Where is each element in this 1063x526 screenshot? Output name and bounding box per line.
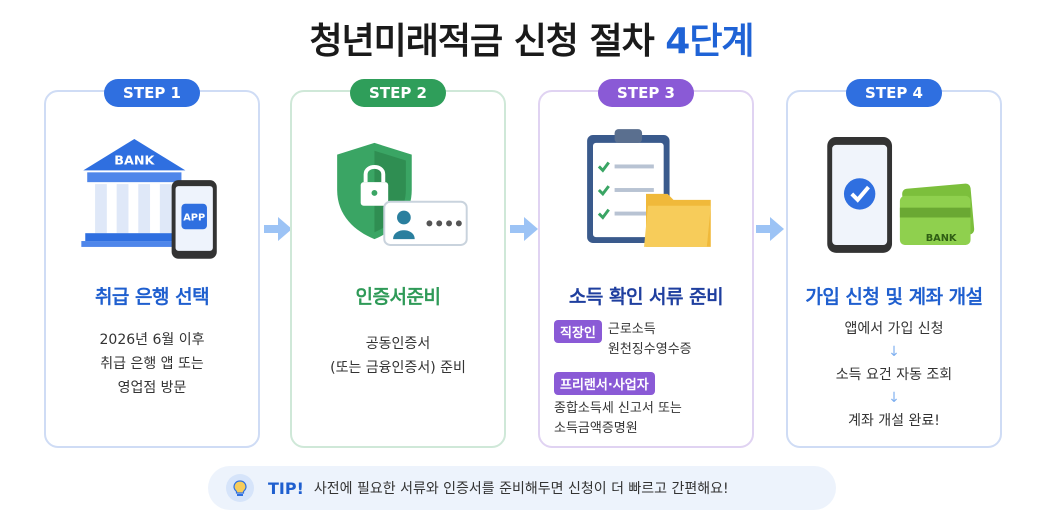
- step-title: 취급 은행 선택: [94, 286, 210, 308]
- step-badge: STEP 2: [350, 79, 446, 107]
- flow-step: 앱에서 가입 신청: [844, 321, 944, 337]
- desc-line: 취급 은행 앱 또는: [100, 356, 204, 372]
- bank-app-icon: BANK APP: [81, 138, 217, 259]
- document-group-freelancer: 프리랜서·사업자 종합소득세 신고서 또는 소득금액증명원: [554, 372, 744, 439]
- page-title: 청년미래적금 신청 절차 4단계: [0, 12, 1063, 64]
- tip-label: TIP!: [268, 478, 304, 498]
- step-card-1: STEP 1 BANK APP 취급 은행 선택 2026년 6월 이후 취급 …: [44, 79, 260, 448]
- next-arrow-icon: [756, 217, 784, 241]
- flow-step: 소득 요건 자동 조회: [835, 367, 953, 383]
- step-title: 가입 신청 및 계좌 개설: [805, 286, 983, 308]
- step-description: 공동인증서 (또는 금융인증서) 준비: [292, 332, 504, 380]
- group-tag: 프리랜서·사업자: [554, 372, 655, 395]
- document-group-employee: 직장인 근로소득 원천징수영수증: [554, 320, 744, 360]
- step-card-4: STEP 4 BANK 가입 신청 및 계좌 개설 앱에서 가입 신청 ↓ 소득…: [786, 79, 1002, 448]
- doc-line: 원천징수영수증: [607, 342, 692, 357]
- title-main: 청년미래적금 신청 절차: [309, 21, 654, 62]
- step-card-3: STEP 3 소득 확인 서류 준비 직장인 근로소득 원천징수영수증 프리랜서…: [538, 79, 754, 448]
- flow-step: 계좌 개설 완료!: [848, 413, 940, 429]
- step-badge: STEP 4: [846, 79, 942, 107]
- step-badge: STEP 3: [598, 79, 694, 107]
- title-accent: 4단계: [665, 21, 754, 62]
- desc-line: 2026년 6월 이후: [99, 332, 205, 348]
- card-label: BANK: [926, 233, 957, 244]
- lightbulb-icon: [226, 474, 254, 502]
- desc-line: 영업점 방문: [117, 380, 187, 396]
- desc-line: 공동인증서: [365, 336, 431, 352]
- signup-flow: 앱에서 가입 신청 ↓ 소득 요건 자동 조회 ↓ 계좌 개설 완료!: [788, 318, 1000, 432]
- next-arrow-icon: [510, 217, 538, 241]
- doc-line: 근로소득: [607, 322, 656, 337]
- step-title: 인증서준비: [355, 286, 441, 308]
- step-card-2: STEP 2 인증서준비 공동인증서 (또는 금융인증서) 준비: [290, 79, 506, 448]
- desc-line: (또는 금융인증서) 준비: [330, 360, 466, 376]
- doc-line: 소득금액증명원: [554, 421, 638, 436]
- next-arrow-icon: [264, 217, 292, 241]
- required-documents: 직장인 근로소득 원천징수영수증 프리랜서·사업자 종합소득세 신고서 또는 소…: [554, 320, 744, 439]
- group-tag: 직장인: [554, 320, 602, 343]
- bank-label: BANK: [114, 153, 155, 168]
- step-badge: STEP 1: [104, 79, 200, 107]
- down-arrow-icon: ↓: [888, 344, 900, 360]
- step-title: 소득 확인 서류 준비: [568, 286, 724, 308]
- down-arrow-icon: ↓: [888, 390, 900, 406]
- phone-check-bankcard-icon: BANK: [827, 137, 975, 253]
- step-description: 2026년 6월 이후 취급 은행 앱 또는 영업점 방문: [46, 328, 258, 400]
- tip-banner: TIP! 사전에 필요한 서류와 인증서를 준비해두면 신청이 더 빠르고 간편…: [208, 466, 836, 510]
- app-label: APP: [183, 212, 205, 223]
- tip-text: 사전에 필요한 서류와 인증서를 준비해두면 신청이 더 빠르고 간편해요!: [313, 481, 729, 497]
- doc-line: 종합소득세 신고서 또는: [554, 401, 682, 416]
- clipboard-folder-icon: [587, 129, 711, 247]
- shield-lock-id-icon: [337, 142, 468, 246]
